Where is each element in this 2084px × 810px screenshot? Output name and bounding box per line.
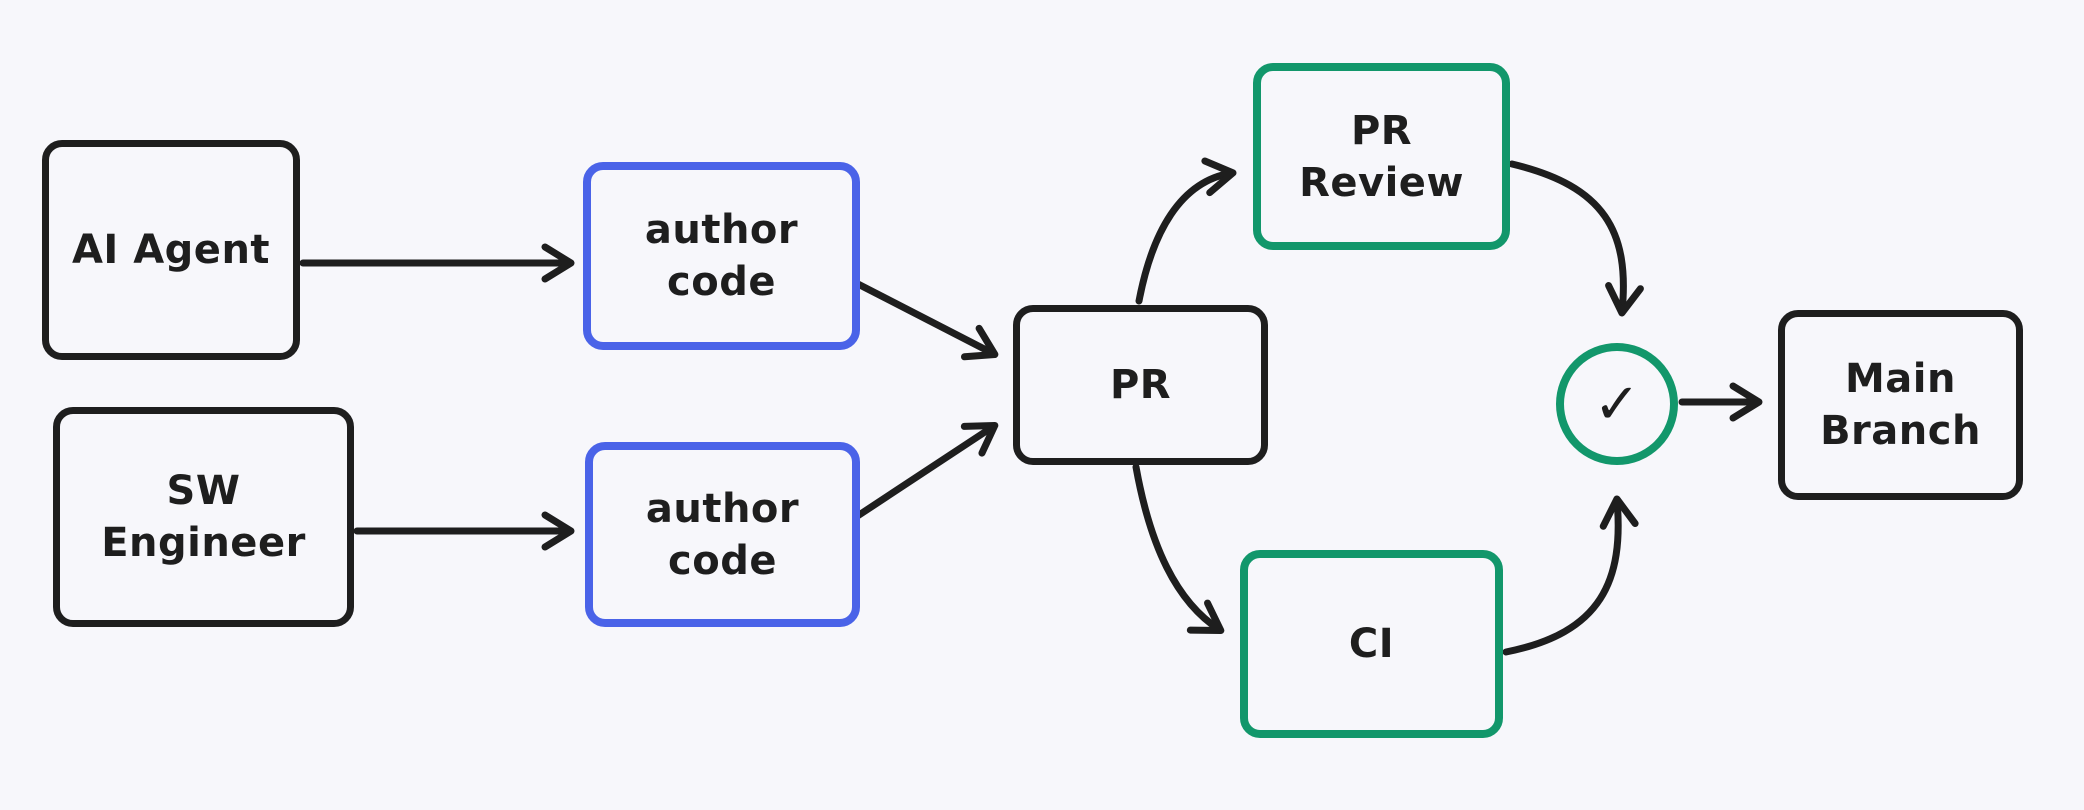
edge-ci-to-check [1502,495,1639,656]
edge-pr-review-to-check [1508,160,1644,317]
check-status-circle: ✓ [1556,343,1678,465]
node-sw-engineer-label-line1: SW [166,468,241,514]
node-ci: CI [1240,550,1503,738]
node-main-branch-label-line2: Branch [1820,408,1981,454]
edge-pr-to-pr-review [1135,157,1237,305]
node-author-code-top-label-line1: author [644,207,799,253]
node-pr-review-label-line2: Review [1299,159,1464,206]
node-pr-review-label-line1: PR [1350,107,1413,154]
node-ci-label: CI [1348,621,1395,667]
node-pr-review: PR Review [1253,63,1510,250]
edge-pr-to-ci [1132,463,1225,635]
node-ai-agent: AI Agent [42,140,300,360]
node-author-code-bottom-label-line1: author [645,485,800,532]
edge-author-code-bottom-to-pr [852,421,999,521]
check-icon: ✓ [1593,371,1641,437]
node-author-code-top: author code [583,162,860,350]
node-sw-engineer: SW Engineer [53,407,354,627]
node-main-branch: Main Branch [1778,310,2023,500]
node-author-code-bottom: author code [585,442,860,627]
node-pr: PR [1013,305,1268,465]
node-author-code-top-label-line2: code [667,259,776,305]
node-pr-label: PR [1109,362,1172,408]
node-main-branch-label-line1: Main [1845,356,1956,402]
node-author-code-bottom-label-line2: code [668,537,777,584]
node-ai-agent-label: AI Agent [71,227,271,273]
node-sw-engineer-label-line2: Engineer [101,520,306,566]
edge-author-code-top-to-pr [852,279,999,361]
